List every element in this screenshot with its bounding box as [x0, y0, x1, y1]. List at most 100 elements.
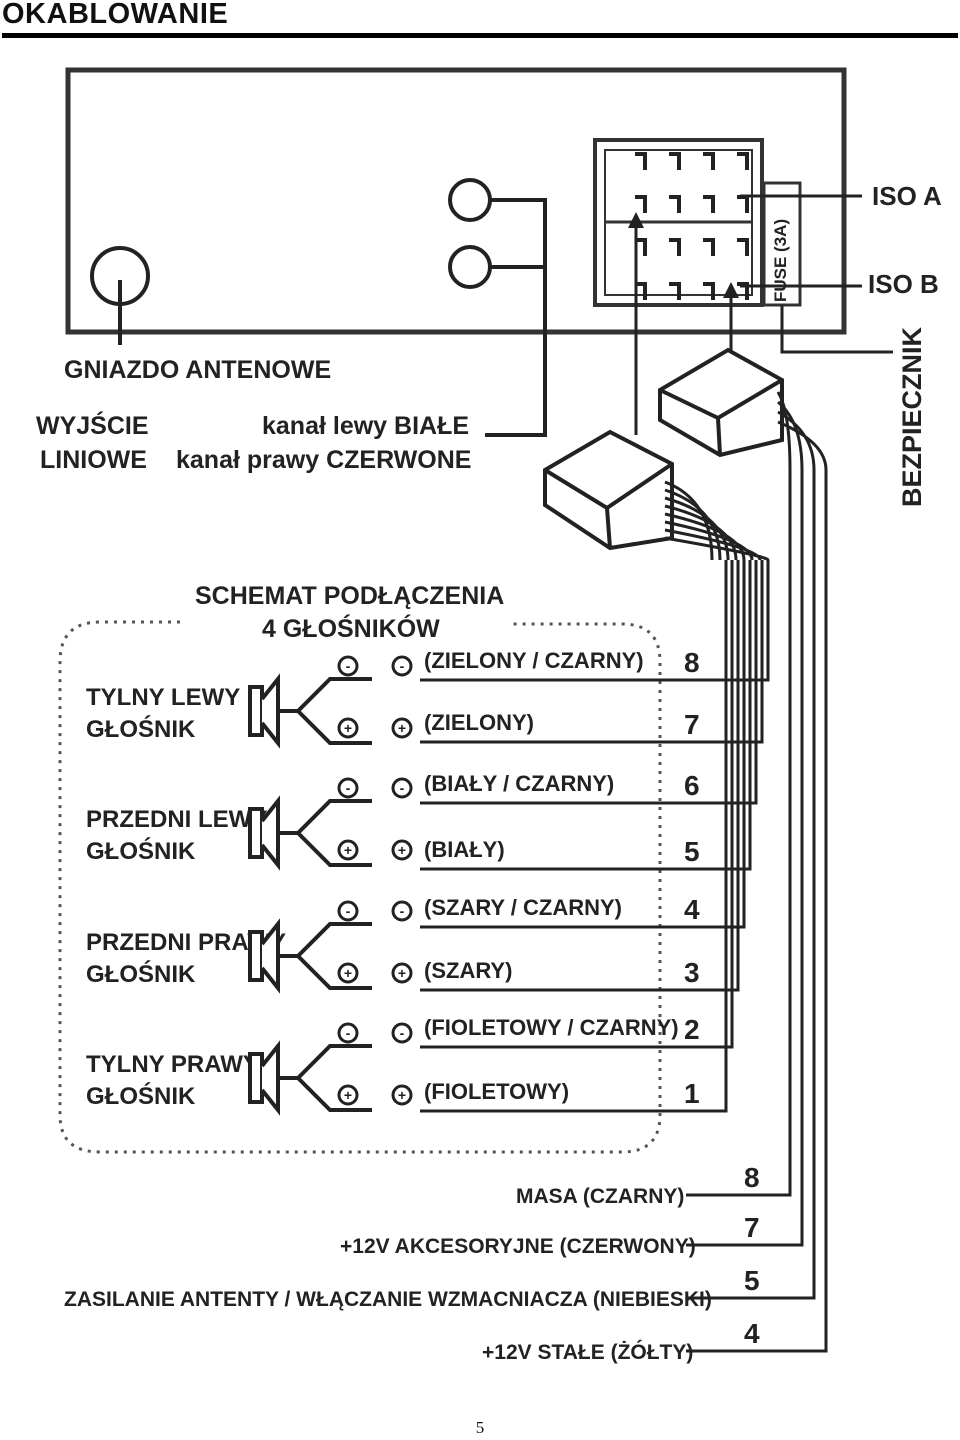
iso-pin: [635, 238, 647, 256]
polarity-sign: +: [344, 842, 352, 858]
polarity-sign: -: [346, 903, 351, 919]
wire-line: [420, 560, 746, 929]
power-cable-bundle: [776, 391, 828, 471]
terminal-icon: [337, 1084, 359, 1106]
polarity-sign: -: [346, 658, 351, 674]
wire-line: [420, 560, 740, 992]
polarity-sign: -: [400, 1025, 405, 1041]
radio-unit: [65, 67, 847, 335]
power-pin-number: 4: [744, 1318, 760, 1349]
speaker-name: TYLNY PRAWY: [86, 1051, 259, 1078]
rca-leads: [485, 198, 547, 437]
scheme-title-1: SCHEMAT PODŁĄCZENIA: [195, 582, 504, 610]
wire-line: [420, 560, 764, 744]
speaker-label: GŁOŚNIK: [86, 1082, 196, 1110]
polarity-sign: +: [344, 965, 352, 981]
power-wire-label: ZASILANIE ANTENTY / WŁĄCZANIE WZMACNIACZ…: [64, 1288, 712, 1311]
iso-pin: [669, 195, 681, 213]
iso-pin: [635, 152, 647, 170]
wire-color-label: (SZARY / CZARNY): [424, 895, 622, 920]
polarity-sign: +: [398, 842, 406, 858]
wire-pin-number: 6: [684, 770, 700, 801]
speaker-plug: [543, 429, 674, 551]
polarity-sign: +: [344, 1087, 352, 1103]
wire-line: [686, 470, 804, 1247]
terminal-icon: [391, 777, 413, 799]
power-pin-number: 8: [744, 1162, 760, 1193]
wire-color-label: (FIOLETOWY / CZARNY): [424, 1015, 679, 1040]
speaker-label: GŁOŚNIK: [86, 715, 196, 743]
speaker-icon: [248, 930, 264, 982]
wire-line: [686, 470, 816, 1300]
speaker-wire-row: (BIAŁY / CZARNY) 6: [420, 560, 758, 805]
iso-pin: [635, 282, 647, 300]
iso-pin: [669, 238, 681, 256]
terminal-icon: [337, 655, 359, 677]
wire-color-label: (ZIELONY): [424, 710, 534, 735]
wire-color-label: (FIOLETOWY): [424, 1079, 569, 1104]
iso-pin: [669, 282, 681, 300]
power-wire-row: ZASILANIE ANTENTY / WŁĄCZANIE WZMACNIACZ…: [64, 470, 816, 1311]
page-number: 5: [475, 1418, 485, 1437]
wire-pin-number: 8: [684, 647, 700, 678]
iso-a-arrow: [628, 212, 644, 228]
wire-pin-number: 3: [684, 957, 700, 988]
wire-line: [420, 560, 758, 805]
speaker-wire-row: (SZARY)3: [420, 560, 740, 992]
terminal-icon: [391, 1084, 413, 1106]
power-wire-label: +12V AKCESORYJNE (CZERWONY): [340, 1235, 696, 1258]
polarity-sign: +: [344, 720, 352, 736]
power-pin-number: 7: [744, 1212, 760, 1243]
polarity-sign: -: [400, 658, 405, 674]
bundle-wire: [777, 420, 828, 471]
wire-pin-number: 7: [684, 709, 700, 740]
title-rule: [2, 33, 958, 38]
page-title: OKABLOWANIE: [2, 0, 229, 30]
speaker-wire-row: (FIOLETOWY / CZARNY)2: [420, 560, 734, 1049]
iso-connector-block: [593, 138, 764, 307]
wire-color-label: (BIAŁY / CZARNY): [424, 771, 614, 796]
iso-pin: [737, 282, 749, 300]
speaker-group: TYLNY PRAWY GŁOŚNIK - - + +: [86, 1022, 413, 1116]
terminal-icon: [337, 777, 359, 799]
power-wire-row: +12V AKCESORYJNE (CZERWONY) 7: [340, 470, 804, 1258]
speaker-wire-rows: (ZIELONY / CZARNY)8(ZIELONY)7(BIAŁY / CZ…: [420, 560, 770, 1113]
terminal-icon: [391, 839, 413, 861]
iso-pin: [737, 195, 749, 213]
wire-line: [420, 560, 734, 1049]
terminal-icon: [337, 900, 359, 922]
iso-a-label: ISO A: [872, 181, 942, 211]
speaker-cable-bundle: [664, 480, 770, 562]
wire-color-label: (ZIELONY / CZARNY): [424, 648, 644, 673]
terminal-icon: [391, 655, 413, 677]
speaker-name: TYLNY LEWY: [86, 684, 240, 711]
iso-pin: [635, 195, 647, 213]
power-wire-label: +12V STAŁE (ŻÓŁTY): [482, 1340, 693, 1364]
iso-pin: [703, 195, 715, 213]
wire-pin-number: 2: [684, 1014, 700, 1045]
bundle-wire: [776, 391, 792, 471]
wire-line: [686, 470, 828, 1353]
speaker-name: PRZEDNI LEWY: [86, 806, 267, 833]
rca-left-socket: [448, 178, 492, 222]
iso-pin: [737, 238, 749, 256]
scheme-title-2: 4 GŁOŚNIKÓW: [262, 613, 440, 643]
power-wire-row: +12V STAŁE (ŻÓŁTY) 4: [482, 470, 828, 1364]
speaker-wire-row: (ZIELONY / CZARNY) 8: [420, 560, 770, 682]
polarity-sign: -: [346, 1025, 351, 1041]
iso-pins: [635, 152, 749, 300]
wire-line: [420, 560, 752, 871]
polarity-sign: -: [346, 780, 351, 796]
polarity-sign: +: [398, 1087, 406, 1103]
wire-color-label: (BIAŁY): [424, 837, 505, 862]
wire-line: [686, 470, 792, 1197]
bundle-wire: [664, 504, 738, 561]
line-out-left-label: kanał lewy BIAŁE: [262, 412, 469, 440]
power-wire-label: MASA (CZARNY): [516, 1185, 684, 1208]
polarity-sign: +: [398, 965, 406, 981]
iso-b-arrow: [723, 282, 739, 298]
iso-b-label: ISO B: [868, 269, 939, 299]
